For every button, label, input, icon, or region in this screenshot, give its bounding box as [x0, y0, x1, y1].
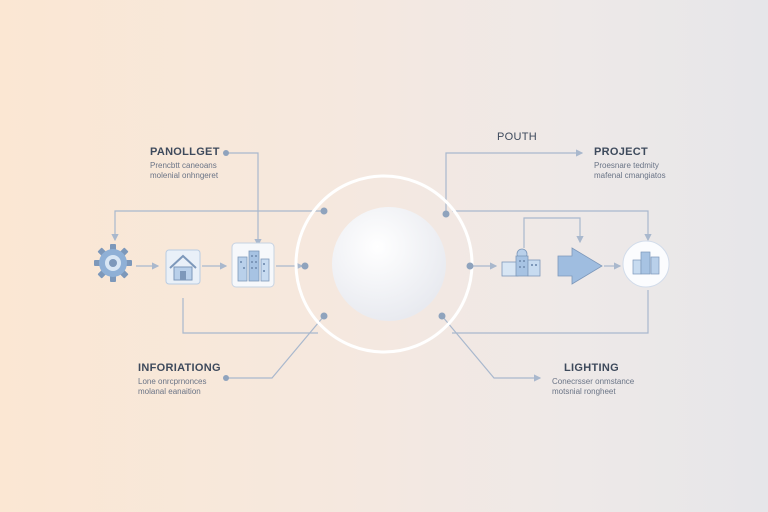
- label-node-bottom-left: [223, 375, 229, 381]
- ring-node-bottom-left: [320, 312, 328, 320]
- label-bottom-right: LIGHTING Conecrsser onmstance motsnial r…: [552, 362, 652, 397]
- connector-top-left: [226, 152, 262, 247]
- label-top-right-line2: mafenal cmangiatos: [594, 171, 666, 180]
- label-bottom-left-title: INFORIATIONG: [138, 362, 221, 374]
- buildings-icon[interactable]: [231, 242, 275, 288]
- label-top-right: PROJECT Proesnare tedmity mafenal cmangi…: [594, 146, 684, 181]
- label-bottom-right-line2: motsnial rongheet: [552, 387, 616, 396]
- label-top-right-title: PROJECT: [594, 146, 649, 158]
- center-sphere[interactable]: [332, 207, 446, 321]
- connector-top-right: [445, 149, 584, 214]
- label-bottom-left-line2: molanal eanaition: [138, 387, 201, 396]
- label-top-center: POUTH: [497, 131, 537, 143]
- connector-factory-arrow-loop: [523, 217, 584, 248]
- ring-node-top-left: [320, 207, 328, 215]
- arrow-icon[interactable]: [557, 247, 603, 285]
- gear-icon[interactable]: [94, 244, 132, 282]
- connector-bottom-left: [226, 315, 325, 379]
- connectors: [111, 149, 652, 382]
- label-bottom-right-title: LIGHTING: [564, 362, 619, 374]
- factory-icon[interactable]: [501, 248, 541, 277]
- label-top-left-line2: molenial onhngeret: [150, 171, 219, 180]
- ring-node-bottom-right: [438, 312, 446, 320]
- label-node-top-left: [223, 150, 229, 156]
- ring-nodes: [223, 150, 474, 381]
- ring-node-top-right: [442, 210, 450, 218]
- label-bottom-left-line1: Lone onrcprnonces: [138, 377, 207, 386]
- connector-top-loop-right: [452, 210, 652, 242]
- label-top-left-line1: Prencbtt caneoans: [150, 161, 217, 170]
- ring-node-right: [466, 262, 474, 270]
- house-icon[interactable]: [165, 249, 201, 285]
- connector-top-loop-left: [111, 210, 324, 242]
- city-icon[interactable]: [622, 240, 670, 288]
- label-bottom-right-line1: Conecrsser onmstance: [552, 377, 635, 386]
- ring-node-left: [301, 262, 309, 270]
- label-top-left-title: PANOLLGET: [150, 146, 220, 158]
- connector-bottom-loop-right: [452, 290, 649, 334]
- label-top-right-line1: Proesnare tedmity: [594, 161, 659, 170]
- label-top-center-title: POUTH: [497, 131, 537, 143]
- label-top-left: PANOLLGET Prencbtt caneoans molenial onh…: [150, 146, 230, 181]
- label-bottom-left: INFORIATIONG Lone onrcprnonces molanal e…: [138, 362, 228, 397]
- connector-bottom-right: [441, 315, 542, 382]
- connector-bottom-loop-left: [182, 298, 318, 334]
